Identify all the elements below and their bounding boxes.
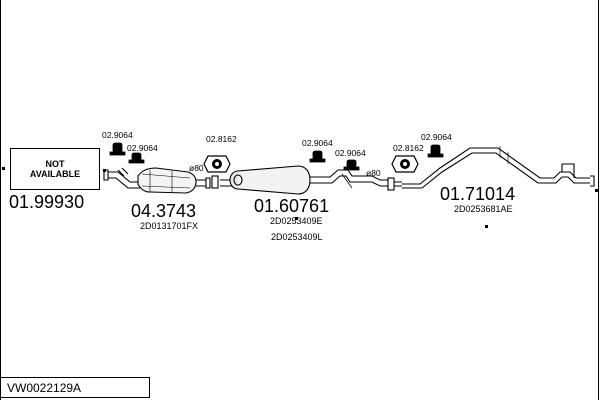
oem-number-middle-2: 2D0253409L bbox=[271, 232, 323, 242]
not-available-line2: AVAILABLE bbox=[29, 169, 81, 179]
gasket-number-2: 02.8162 bbox=[393, 143, 424, 153]
gasket-icon-2 bbox=[391, 155, 419, 173]
hanger-icon-2 bbox=[128, 152, 145, 164]
clamp-shape-1 bbox=[211, 175, 219, 189]
hanger-icon-3 bbox=[309, 150, 326, 163]
part-number-front: 01.99930 bbox=[9, 192, 85, 212]
document-code-box: VW0022129A bbox=[0, 377, 150, 398]
part-number-cat: 04.3743 bbox=[131, 201, 197, 221]
diameter-label-1: ø80 bbox=[189, 163, 204, 173]
hanger-number-1: 02.9064 bbox=[102, 130, 133, 140]
front-pipe-shape bbox=[103, 167, 140, 189]
gasket-icon-1 bbox=[203, 155, 231, 173]
middle-silencer-shape bbox=[220, 165, 388, 195]
marker-middle bbox=[295, 217, 298, 220]
marker-rear bbox=[485, 225, 488, 228]
part-number-middle: 01.60761 bbox=[254, 196, 330, 216]
clamp-shape-2 bbox=[387, 177, 402, 191]
document-code: VW0022129A bbox=[7, 381, 82, 395]
gasket-number-1: 02.8162 bbox=[206, 134, 237, 144]
part-number-rear: 01.71014 bbox=[440, 184, 516, 204]
marker-left bbox=[2, 167, 5, 170]
hanger-number-2: 02.9064 bbox=[127, 143, 158, 153]
hanger-number-4: 02.9064 bbox=[335, 148, 366, 158]
diameter-label-2: ø80 bbox=[366, 168, 381, 178]
not-available-box: NOT AVAILABLE bbox=[10, 148, 100, 190]
oem-number-middle-1: 2D0253409E bbox=[270, 216, 323, 226]
oem-number-cat: 2D0131701FX bbox=[140, 221, 199, 231]
hanger-icon-1 bbox=[109, 142, 126, 156]
hanger-number-5: 02.9064 bbox=[421, 132, 452, 142]
oem-number-rear: 2D0253681AE bbox=[454, 204, 513, 214]
hanger-number-3: 02.9064 bbox=[302, 138, 333, 148]
marker-front bbox=[103, 169, 106, 172]
frame-left-rule bbox=[0, 0, 1, 400]
marker-right bbox=[595, 189, 598, 192]
frame-right-rule bbox=[598, 0, 599, 400]
hanger-icon-4 bbox=[343, 159, 360, 171]
catalytic-converter-shape bbox=[137, 167, 211, 194]
hanger-icon-5 bbox=[427, 144, 444, 158]
not-available-line1: NOT bbox=[45, 158, 65, 169]
rear-silencer-shape bbox=[402, 146, 595, 189]
